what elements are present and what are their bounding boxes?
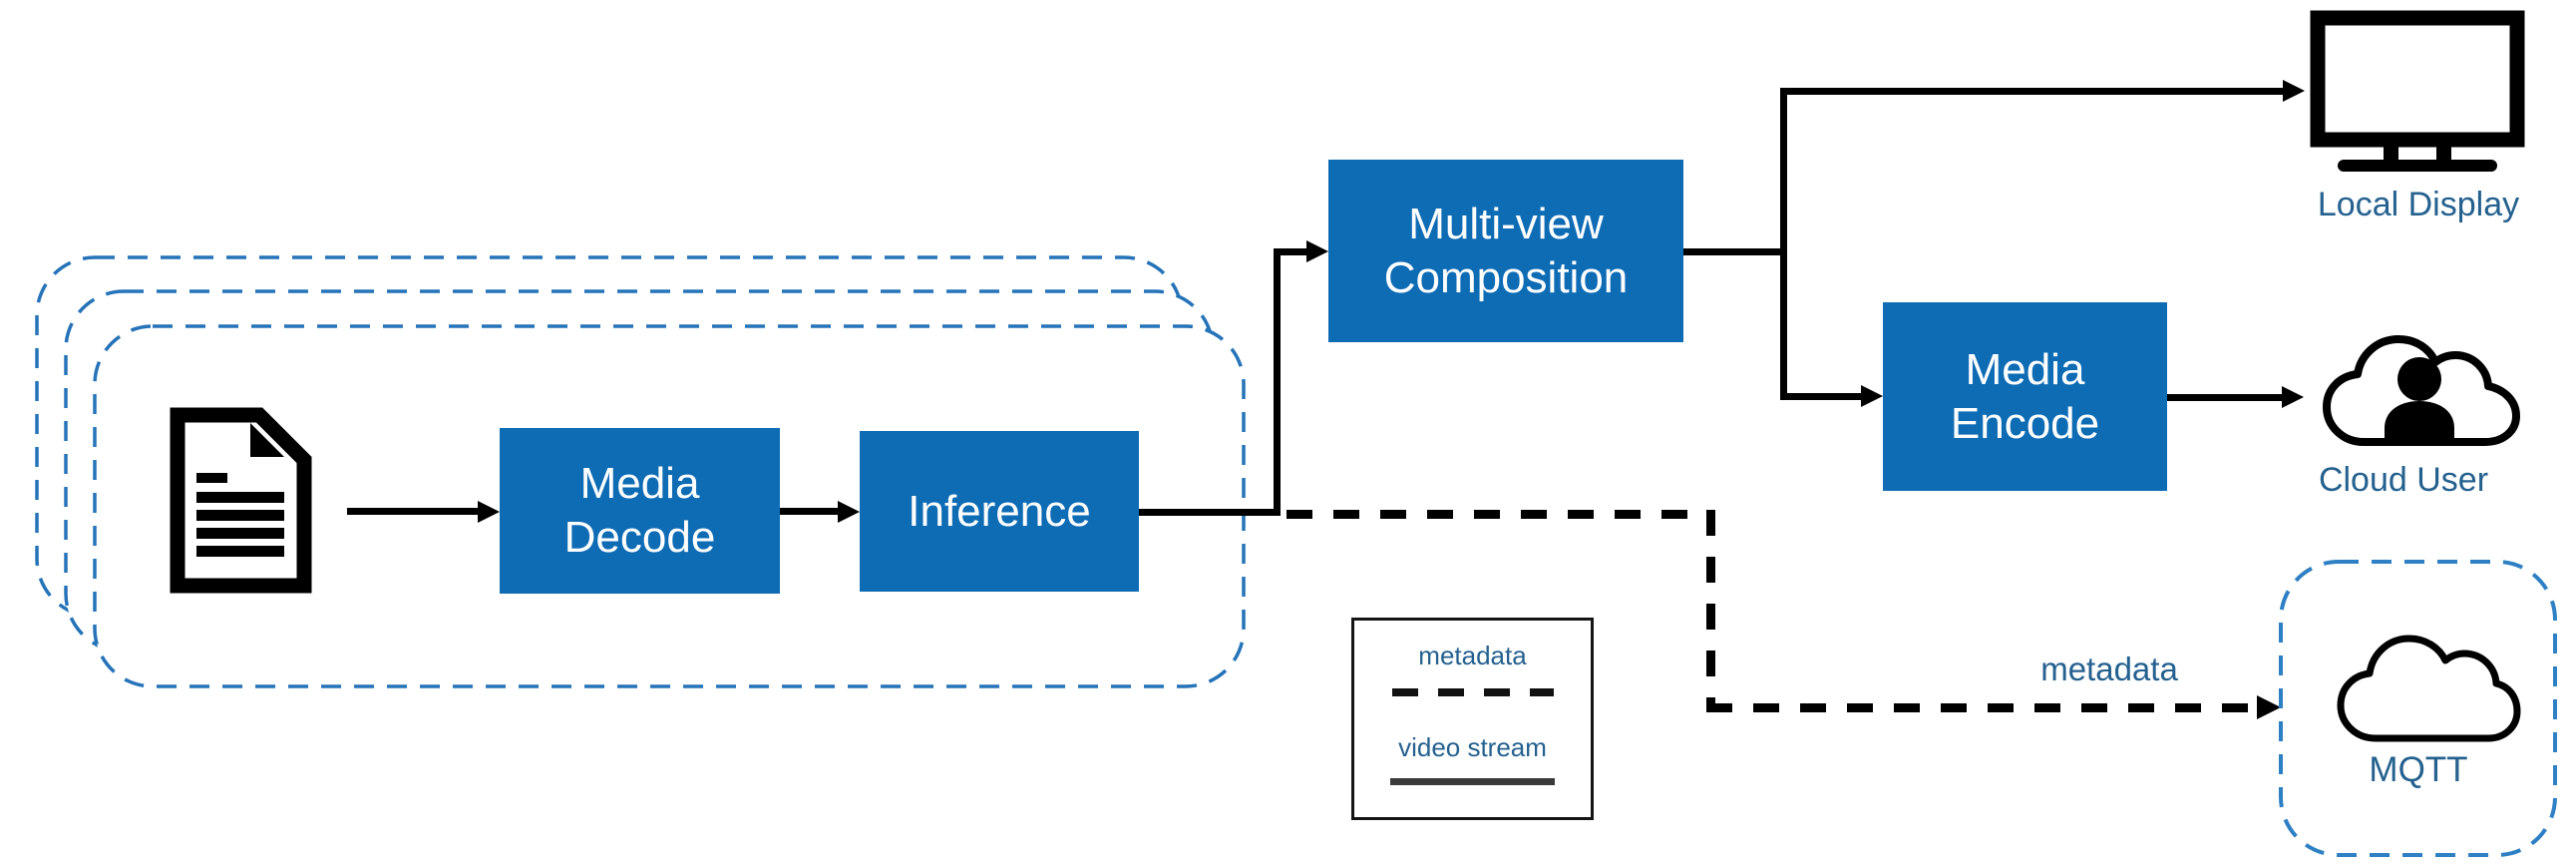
- arrowhead-cloud-user: [2282, 386, 2304, 408]
- metadata-edge-vertical: [1706, 510, 1715, 712]
- metadata-edge-horizontal-2: [1706, 703, 2259, 712]
- arrowhead-mqtt: [2257, 695, 2281, 719]
- edge-riser-to-multiview: [1274, 248, 1281, 516]
- edge-to-media-encode: [1780, 393, 1864, 400]
- legend-metadata-label: metadata: [1418, 641, 1527, 670]
- media-encode-label-line1: Media: [1965, 344, 2085, 394]
- metadata-edge-horizontal-1: [1287, 510, 1714, 519]
- edge-document-to-media-decode: [347, 508, 479, 515]
- media-decode-label-line1: Media: [579, 459, 700, 509]
- monitor-icon: [2310, 10, 2525, 172]
- mqtt-label: MQTT: [2369, 750, 2468, 789]
- cloud-icon: [2337, 635, 2521, 742]
- legend-video-stream-label: video stream: [1398, 732, 1547, 762]
- arrowhead-local-display: [2283, 80, 2305, 102]
- local-display-label: Local Display: [2317, 186, 2520, 223]
- node-multiview-composition: Multi-view Composition: [1328, 160, 1683, 342]
- arrowhead-media-decode: [478, 501, 500, 523]
- cloud-user-label: Cloud User: [2318, 461, 2489, 499]
- media-encode-label-line2: Encode: [1950, 398, 2100, 448]
- edge-to-local-display: [1780, 88, 2283, 95]
- edge-split-vertical: [1780, 88, 1787, 400]
- legend: metadata video stream: [1351, 618, 1594, 820]
- edge-media-decode-to-inference: [780, 508, 838, 515]
- multiview-label-line1: Multi-view: [1408, 199, 1604, 248]
- media-decode-label-line2: Decode: [563, 513, 716, 562]
- arrowhead-media-encode: [1861, 385, 1883, 407]
- legend-solid-line-sample: [1390, 778, 1555, 785]
- node-media-decode: Media Decode: [500, 428, 780, 594]
- edge-into-multiview: [1274, 248, 1309, 255]
- edge-inference-out: [1139, 509, 1281, 516]
- arrowhead-inference: [838, 501, 860, 523]
- edge-multiview-out: [1683, 248, 1787, 255]
- metadata-flow-label: metadata: [2040, 650, 2178, 687]
- multiview-label-line2: Composition: [1383, 252, 1629, 302]
- document-icon: [170, 407, 312, 594]
- node-inference: Inference: [860, 431, 1139, 592]
- node-media-encode: Media Encode: [1883, 302, 2167, 491]
- legend-dashed-line-sample: [1392, 688, 1554, 696]
- inference-label: Inference: [908, 486, 1091, 536]
- arrowhead-multiview: [1306, 240, 1328, 262]
- edge-media-encode-to-cloud-user: [2167, 394, 2284, 401]
- cloud-user-icon: [2323, 335, 2520, 446]
